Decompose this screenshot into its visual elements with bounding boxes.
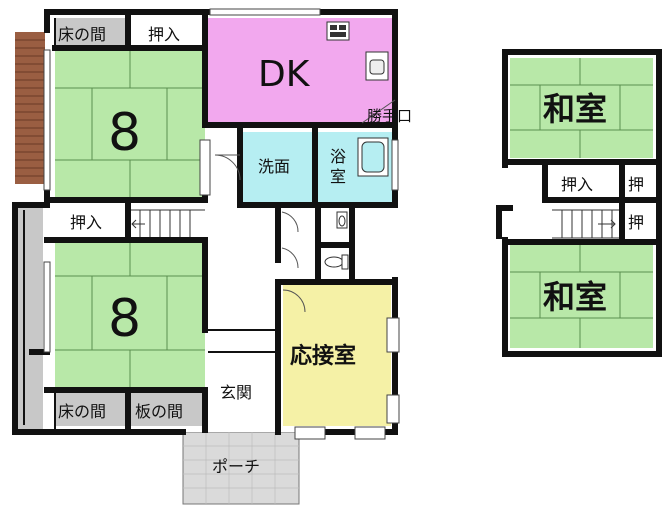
- toilet-1: [336, 211, 348, 229]
- label-back-door: 勝手口: [367, 107, 412, 125]
- label-dk: DK: [258, 54, 311, 95]
- label-tatami-8-top: 8: [108, 103, 141, 163]
- label-closet-mid: 押入: [70, 213, 102, 232]
- dk-floor: [207, 18, 393, 123]
- engawa-strip: [15, 205, 43, 430]
- tokonoma-top: [55, 18, 128, 48]
- label-porch: ポーチ: [212, 457, 260, 476]
- walls-upper: [496, 49, 662, 357]
- walls-ground: [12, 9, 398, 435]
- veranda: [15, 32, 47, 184]
- label-closet-upper-2: 押: [628, 175, 644, 194]
- windows-ground: [43, 8, 400, 440]
- label-washitsu-top: 和室: [543, 90, 607, 128]
- label-washitsu-bottom: 和室: [543, 278, 607, 316]
- label-entrance: 玄関: [220, 383, 252, 402]
- tatami-grid-upper: [510, 58, 653, 348]
- tatami-grid-top: [55, 50, 205, 198]
- reception-floor: [283, 284, 391, 426]
- label-washroom: 洗面: [258, 157, 290, 176]
- label-tokonoma-top: 床の間: [58, 25, 106, 44]
- label-bathroom-1: 浴: [330, 147, 346, 166]
- tatami-grid-bottom: [55, 243, 205, 388]
- label-reception: 応接室: [290, 343, 356, 369]
- label-closet-upper-1: 押入: [561, 175, 593, 194]
- washroom-floor: [243, 132, 313, 204]
- washitsu-bottom-floor: [510, 245, 653, 348]
- itanoma-floor: [130, 392, 205, 426]
- label-closet-top: 押入: [148, 25, 180, 44]
- label-itanoma: 板の間: [135, 402, 183, 421]
- label-tatami-8-bottom: 8: [108, 289, 141, 349]
- label-bathroom-2: 室: [330, 167, 346, 186]
- inner-lines-ground: [23, 18, 278, 430]
- label-closet-upper-3: 押: [628, 213, 644, 232]
- tokonoma-bottom: [55, 392, 128, 426]
- bathtub: [357, 137, 389, 177]
- stairs-upper: [552, 209, 622, 239]
- kitchen-fixtures: [326, 21, 389, 81]
- toilet-2: [324, 254, 349, 270]
- washitsu-top-floor: [510, 58, 653, 158]
- door-arcs: [214, 99, 396, 313]
- label-tokonoma-bottom: 床の間: [58, 402, 106, 421]
